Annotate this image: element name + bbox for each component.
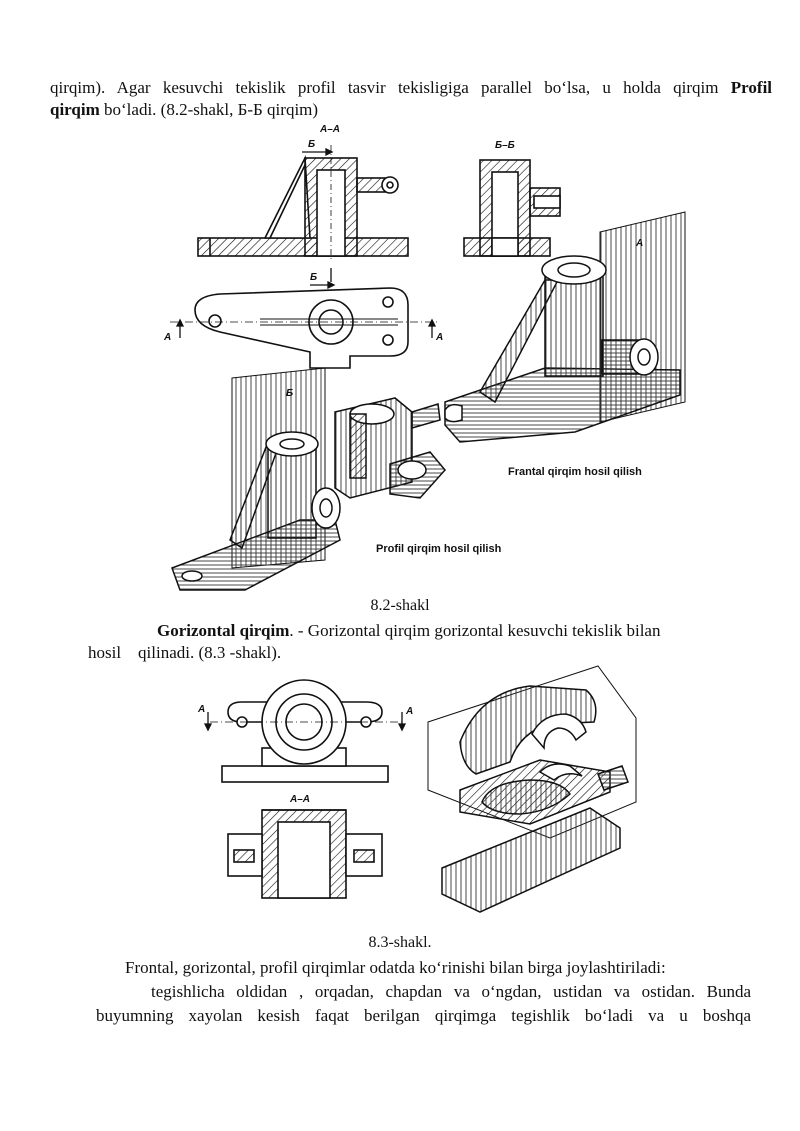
label-section-bb: Б–Б xyxy=(495,140,515,151)
horizontal-isometric-view xyxy=(427,665,637,913)
frontal-cut-caption: Frantal qirqim hosil qilish xyxy=(508,466,642,478)
label-arrow-a-right: A xyxy=(435,332,443,343)
label-arrow-a-right-2: A xyxy=(405,706,413,717)
bold-term-gorizontal-qirqim: Gorizontal qirqim xyxy=(157,621,290,640)
horizontal-section-view xyxy=(227,809,383,899)
figure-8-3-caption: 8.3-shakl. xyxy=(368,934,432,951)
bold-term-profil: Profil xyxy=(730,78,773,97)
paragraph-2-line-2: hosil qilinadi. (8.3 -shakl). xyxy=(88,643,282,662)
top-view xyxy=(170,287,440,369)
paragraph-1-line-1: qirqim). Agar kesuvchi tekislik profil t… xyxy=(50,78,773,97)
paragraph-3-line-2: tegishlicha oldidan , orqadan, chapdan v… xyxy=(151,982,751,1001)
paragraph-2-line-1: Gorizontal qirqim. - Gorizontal qirqim g… xyxy=(157,621,661,640)
label-section-aa-2: A–A xyxy=(289,794,310,805)
section-bb-view xyxy=(463,159,561,257)
paragraph-1-line-2: qirqim bo‘ladi. (8.2-shakl, Б-Б qirqim) xyxy=(50,100,319,119)
paragraph-3-line-3: buyumning xayolan kesish faqat berilgan … xyxy=(96,1006,751,1025)
figure-8-2-drawing: A–A Б Б–Б Б A A xyxy=(163,124,686,591)
label-section-aa: A–A xyxy=(319,124,340,135)
section-aa-view xyxy=(197,145,409,260)
front-view xyxy=(210,679,402,783)
profile-cut-caption: Profil qirqim hosil qilish xyxy=(376,543,502,555)
label-plane-a: A xyxy=(635,238,643,249)
frontal-isometric-view xyxy=(444,211,686,443)
label-arrow-b-top: Б xyxy=(308,139,315,150)
label-arrow-b-mid: Б xyxy=(310,272,317,283)
label-arrow-a-left: A xyxy=(163,332,171,343)
paragraph-3-line-1: Frontal, gorizontal, profil qirqimlar od… xyxy=(125,958,666,977)
figure-8-3-drawing: A A A–A xyxy=(197,665,637,913)
figure-8-2-caption: 8.2-shakl xyxy=(370,597,430,614)
label-arrow-a-left-2: A xyxy=(197,704,205,715)
bold-term-qirqim: qirqim xyxy=(50,100,100,119)
label-plane-b: Б xyxy=(286,388,293,399)
profile-isometric-view xyxy=(171,367,446,591)
